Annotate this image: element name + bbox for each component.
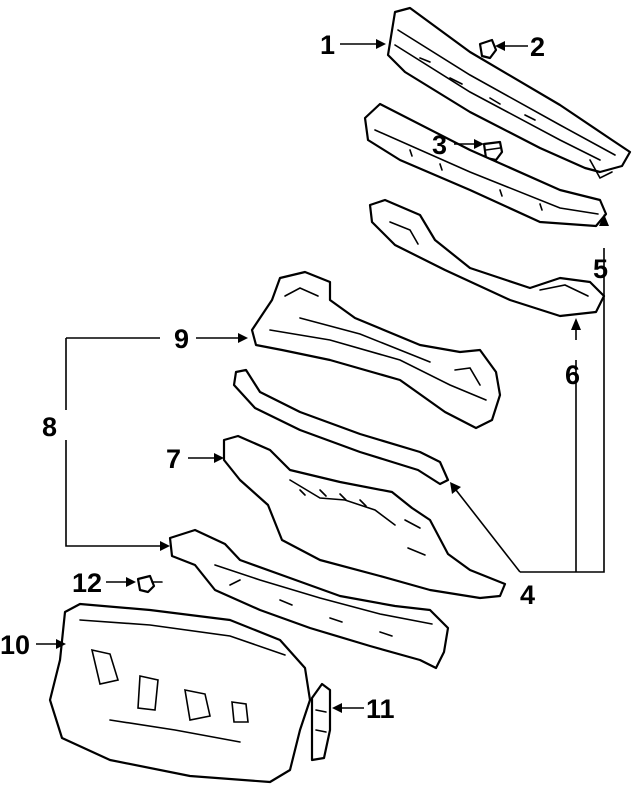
part-8-lower-dash-brace xyxy=(168,528,450,670)
part-2-clip xyxy=(478,38,498,60)
callout-4: 4 xyxy=(520,580,535,610)
callout-5: 5 xyxy=(593,254,608,284)
part-9-dash-panel-upper xyxy=(250,270,502,430)
leader-lines xyxy=(36,39,609,713)
callout-8: 8 xyxy=(42,412,57,442)
callout-9: 9 xyxy=(174,324,189,354)
part-12-fastener xyxy=(136,574,163,594)
part-10-firewall-panel xyxy=(48,602,312,784)
callout-7: 7 xyxy=(166,444,181,474)
callout-3: 3 xyxy=(432,130,447,160)
callout-10: 10 xyxy=(0,630,30,660)
callout-1: 1 xyxy=(320,30,335,60)
part-7-dash-insulator xyxy=(222,434,507,600)
callout-6: 6 xyxy=(565,360,580,390)
callout-12: 12 xyxy=(72,568,102,598)
part-5-6-cowl-reinforcement xyxy=(368,198,606,318)
part-4-lower-weatherstrip xyxy=(232,368,450,486)
part-1-cowl-top-panel xyxy=(386,6,632,180)
part-11-bracket xyxy=(310,682,332,762)
callout-2: 2 xyxy=(530,32,545,62)
part-3-plug xyxy=(482,140,504,162)
part-4-upper-cowl-vent-panel xyxy=(363,102,608,228)
callout-11: 11 xyxy=(366,694,395,724)
